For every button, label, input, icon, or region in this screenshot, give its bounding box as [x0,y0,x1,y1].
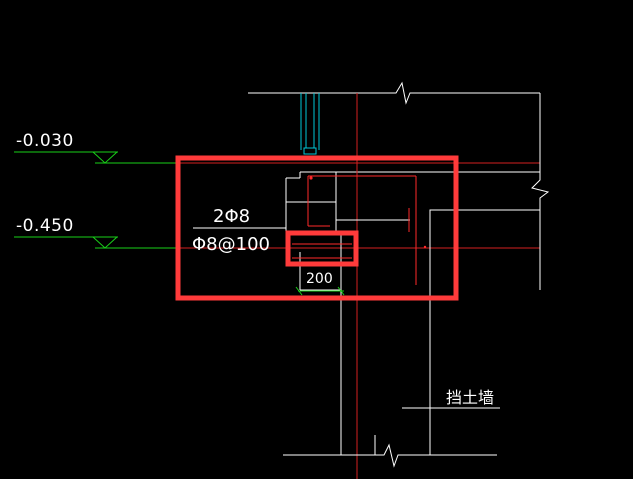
rebar-lines [292,175,427,285]
dimension-200: 200 [295,271,345,296]
elevation-triangle-1 [92,151,118,164]
rebar-label-stirrups: Φ8@100 [192,234,270,255]
elevation-triangle-2 [92,236,118,249]
right-break-line [531,93,550,210]
beam-section [285,172,410,455]
slab-outline [429,209,540,455]
elevation-label-1: -0.030 [16,131,74,151]
bottom-break-line [283,443,497,468]
retaining-wall-label: 挡土墙 [446,388,494,407]
elevation-marker-2: -0.450 [14,216,176,249]
elevation-marker-1: -0.030 [14,131,176,164]
elevation-label-2: -0.450 [16,216,74,236]
top-break-line [248,81,540,105]
dimension-label: 200 [306,271,333,287]
highlight-box-outer [175,155,459,301]
highlight-box-inner [285,230,359,267]
column-element [300,93,320,155]
rebar-label-top-bars: 2Φ8 [213,206,250,227]
